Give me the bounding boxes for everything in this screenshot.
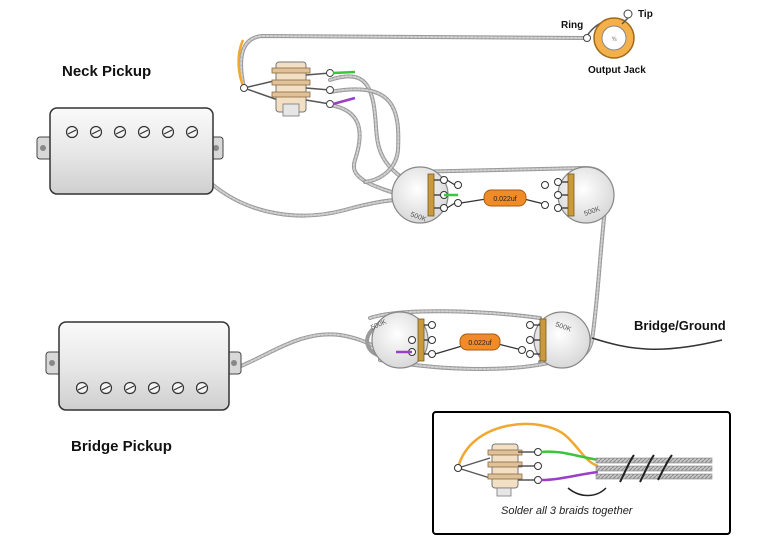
jack-ring-label: Ring — [561, 20, 584, 31]
pot-lug-icon — [424, 336, 436, 344]
neck-pickup-screws — [65, 125, 199, 139]
pickup-screw-icon — [161, 125, 175, 139]
bridge-ground-label: Bridge/Ground — [634, 318, 726, 333]
pickup-screw-icon — [185, 125, 199, 139]
switch-green-wire — [332, 70, 356, 75]
pickup-screw-icon — [89, 125, 103, 139]
braid-inset — [432, 411, 731, 535]
switch-purple-wire — [332, 96, 356, 106]
pot-lug-icon — [526, 336, 540, 344]
bridge-pickup-label: Bridge Pickup — [71, 438, 172, 455]
bridge-ground-wire — [591, 337, 723, 351]
pot-lug-icon — [434, 176, 448, 184]
jack-tip-label: Tip — [638, 9, 653, 20]
bridge-pickup-screws — [75, 381, 209, 395]
pickup-screw-icon — [75, 381, 89, 395]
pickup-screw-icon — [99, 381, 113, 395]
pot-lug-icon — [424, 321, 436, 329]
neck-pickup — [36, 107, 224, 195]
tone-pot-bridge: 500K — [518, 311, 591, 369]
volume-pot-neck: 500K — [391, 166, 462, 224]
pickup-screw-icon — [65, 125, 79, 139]
pickup-screw-icon — [137, 125, 151, 139]
pickup-screw-icon — [195, 381, 209, 395]
tone-pot-neck: 500K — [541, 166, 615, 224]
toggle-switch-icon — [237, 39, 356, 117]
capacitor-label: 0.022uf — [468, 340, 491, 347]
pickup-screw-icon — [123, 381, 137, 395]
bridge-pickup — [45, 321, 242, 411]
cable-bridge-pickup — [234, 332, 387, 370]
volume-pot-bridge: 500K — [370, 311, 436, 369]
tone-cap-top: 0.022uf — [460, 189, 549, 207]
pickup-screw-icon — [171, 381, 185, 395]
inset-caption: Solder all 3 braids together — [501, 505, 633, 517]
neck-pickup-label: Neck Pickup — [62, 63, 152, 80]
svg-text:¾: ¾ — [611, 37, 617, 43]
pot-lug-icon — [526, 350, 540, 358]
pot-lug-icon — [554, 178, 568, 186]
capacitor-label: 0.022uf — [493, 196, 516, 203]
pot-lug-icon — [554, 191, 568, 199]
jack-icon: ¾ — [583, 9, 635, 59]
pickup-screw-icon — [113, 125, 127, 139]
pot-lug-icon — [554, 204, 568, 212]
pot-lug-icon — [526, 321, 540, 329]
output-jack-label: Output Jack — [588, 65, 646, 76]
pickup-screw-icon — [147, 381, 161, 395]
tone-cap-bottom: 0.022uf — [434, 333, 523, 355]
